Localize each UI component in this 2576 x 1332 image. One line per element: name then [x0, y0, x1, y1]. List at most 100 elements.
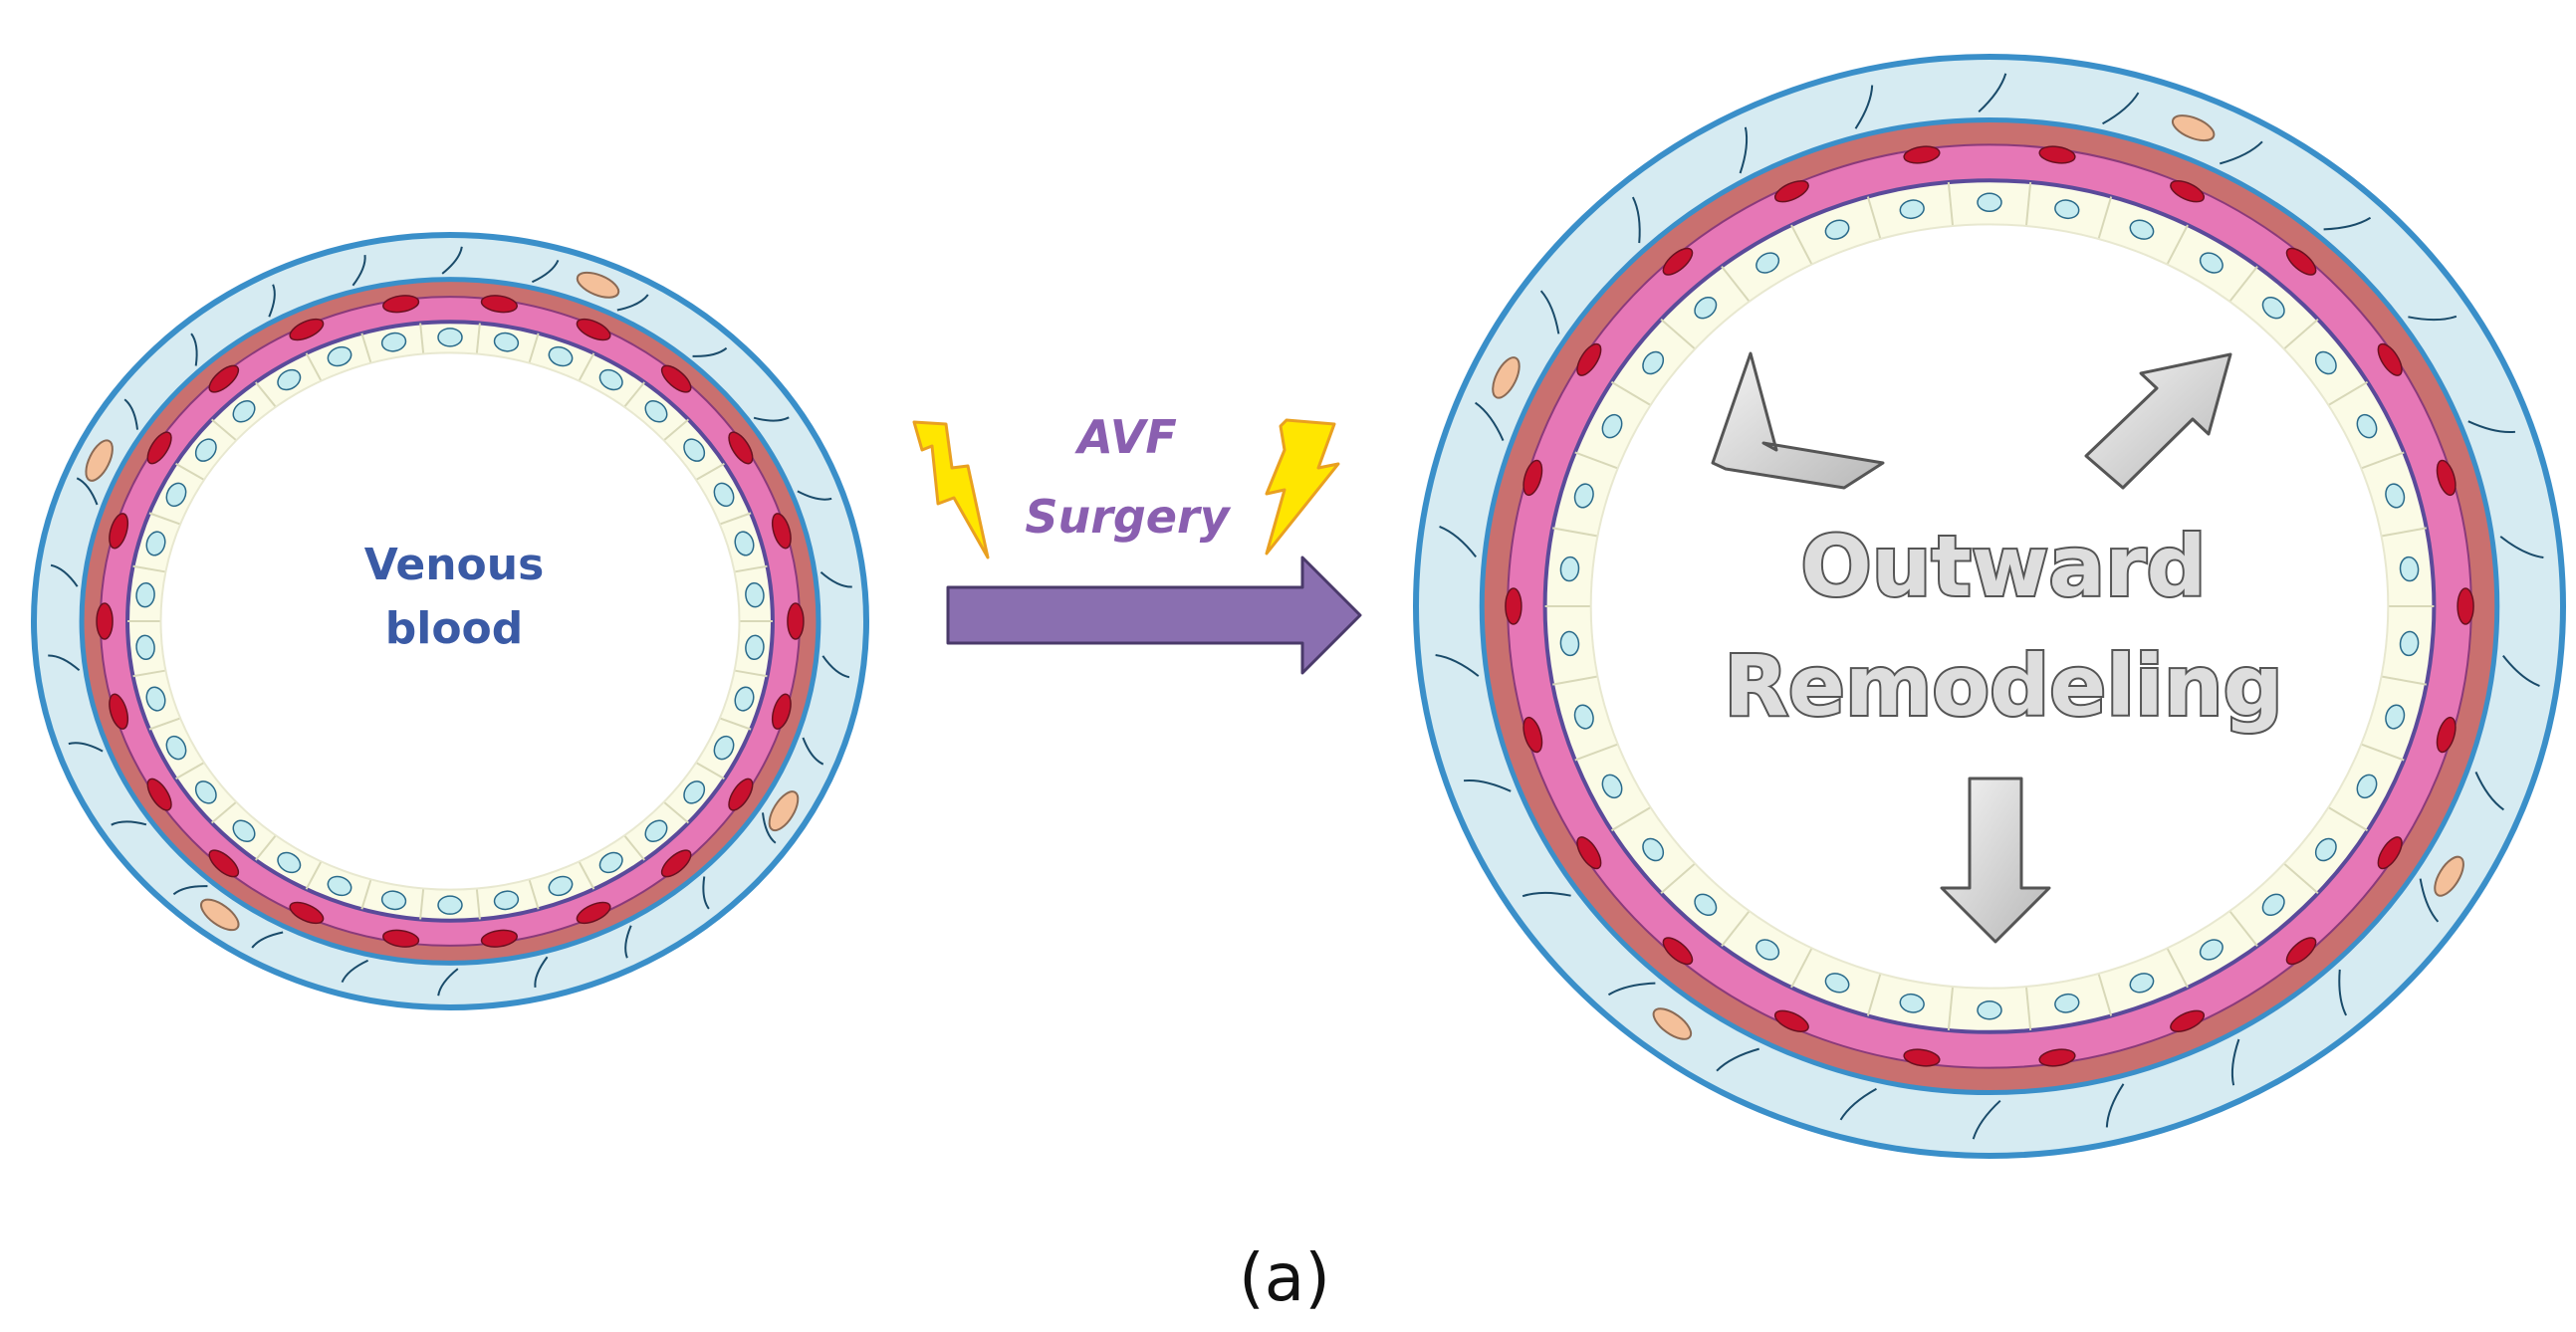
- smooth-muscle-nucleus: [289, 318, 325, 341]
- smooth-muscle-nucleus: [2170, 180, 2206, 203]
- endothelial-nucleus: [644, 819, 668, 842]
- endothelial-cell-border: [175, 462, 205, 481]
- collagen-fiber: [1439, 526, 1477, 558]
- fibroblast-cell: [576, 271, 620, 299]
- smooth-muscle-nucleus: [289, 901, 325, 925]
- figure-caption: (a): [1239, 1239, 1330, 1316]
- endothelial-cell-border: [132, 669, 166, 678]
- endothelial-nucleus: [232, 400, 256, 423]
- collagen-fiber: [1522, 891, 1571, 898]
- endothelial-cell-border: [2166, 947, 2189, 989]
- endothelial-nucleus: [1756, 252, 1780, 274]
- endothelial-cell-border: [132, 564, 166, 573]
- lightning-icon-right: [1265, 418, 1340, 555]
- endothelial-cell-border: [623, 834, 645, 861]
- smooth-muscle-nucleus: [1505, 587, 1522, 625]
- outward-arrow-down-icon: [1940, 777, 2051, 944]
- endothelial-nucleus: [165, 482, 187, 508]
- smooth-muscle-nucleus: [2285, 937, 2317, 966]
- endothelial-nucleus: [135, 634, 155, 661]
- endothelial-cell-border: [475, 323, 481, 354]
- smooth-muscle-nucleus: [109, 513, 129, 550]
- smooth-muscle-nucleus: [728, 431, 754, 465]
- avf-surgery-label-line2: Surgery: [1025, 490, 1231, 544]
- endothelial-cell-border: [210, 800, 237, 824]
- endothelial-cell-border: [1574, 743, 1619, 762]
- smooth-muscle-nucleus: [208, 849, 240, 878]
- collagen-fiber: [2105, 1083, 2125, 1128]
- collagen-fiber: [2338, 969, 2348, 1016]
- endothelial-nucleus: [2129, 973, 2155, 994]
- collagen-fiber: [1739, 126, 1749, 174]
- collagen-fiber: [820, 570, 852, 588]
- endothelial-nucleus: [194, 438, 217, 462]
- outward-remodeling-label-line1: Outward: [1800, 518, 2206, 615]
- collagen-fiber: [624, 925, 632, 959]
- endothelial-cell-border: [2360, 451, 2405, 470]
- collagen-fiber: [1463, 778, 1512, 792]
- smooth-muscle-nucleus: [382, 929, 420, 948]
- smooth-muscle-nucleus: [382, 295, 420, 314]
- collagen-fiber: [2408, 315, 2458, 322]
- smooth-muscle-nucleus: [2285, 247, 2317, 276]
- vein-before-surgery: [31, 232, 869, 1010]
- endothelial-cell-border: [578, 352, 595, 382]
- endothelial-cell-border: [1790, 224, 1813, 266]
- endothelial-nucleus: [1642, 837, 1665, 862]
- collagen-fiber: [616, 294, 649, 312]
- endothelial-nucleus: [2356, 413, 2378, 439]
- endothelial-nucleus: [2199, 939, 2224, 961]
- smooth-muscle-nucleus: [771, 693, 792, 730]
- endothelial-cell-border: [1552, 527, 1598, 538]
- endothelial-nucleus: [327, 875, 352, 897]
- endothelial-cell-border: [148, 717, 181, 731]
- smooth-muscle-nucleus: [2436, 716, 2457, 754]
- smooth-muscle-nucleus: [2377, 342, 2403, 376]
- endothelial-nucleus: [1977, 192, 2002, 213]
- endothelial-cell-border: [1552, 675, 1598, 686]
- collagen-fiber: [531, 259, 560, 284]
- endothelial-cell-border: [305, 860, 323, 890]
- smooth-muscle-nucleus: [2170, 1009, 2206, 1032]
- endothelial-nucleus: [2199, 252, 2224, 274]
- collagen-fiber: [1435, 654, 1480, 677]
- smooth-muscle-nucleus: [1576, 342, 1602, 376]
- smooth-muscle-nucleus: [1773, 1009, 1809, 1032]
- fibroblast-cell: [85, 439, 114, 482]
- endothelial-cell-border: [2360, 743, 2405, 762]
- smooth-muscle-nucleus: [660, 849, 692, 878]
- endothelial-nucleus: [2356, 774, 2378, 799]
- endothelial-cell-border: [695, 462, 725, 481]
- endothelial-nucleus: [145, 686, 166, 712]
- collagen-fiber: [2230, 1038, 2240, 1086]
- smooth-muscle-nucleus: [787, 602, 805, 640]
- endothelial-nucleus: [2054, 993, 2080, 1013]
- endothelial-nucleus: [598, 368, 623, 391]
- smooth-muscle-nucleus: [1903, 145, 1941, 164]
- collagen-fiber: [50, 563, 79, 587]
- endothelial-cell-border: [719, 512, 752, 526]
- venous-blood-label-line1: Venous: [364, 540, 545, 590]
- endothelial-nucleus: [1559, 555, 1580, 582]
- collagen-fiber: [2323, 216, 2372, 231]
- endothelial-cell-border: [1610, 806, 1652, 832]
- smooth-muscle-nucleus: [480, 929, 518, 948]
- endothelial-cell-border: [1574, 451, 1619, 470]
- endothelial-nucleus: [493, 332, 520, 352]
- endothelial-nucleus: [194, 780, 217, 804]
- endothelial-cell-border: [255, 381, 277, 408]
- endothelial-cell-border: [175, 762, 205, 780]
- endothelial-nucleus: [232, 819, 256, 842]
- endothelial-cell-border: [2381, 675, 2427, 686]
- endothelial-nucleus: [327, 345, 352, 367]
- endothelial-nucleus: [380, 332, 407, 352]
- endothelial-nucleus: [683, 780, 706, 804]
- collagen-fiber: [2102, 92, 2140, 125]
- endothelial-cell-border: [1660, 319, 1696, 350]
- collagen-fiber: [111, 820, 147, 826]
- fibroblast-cell: [768, 790, 800, 832]
- lightning-icon-left: [912, 420, 990, 559]
- endothelial-cell-border: [475, 888, 481, 920]
- smooth-muscle-nucleus: [1662, 247, 1694, 276]
- collagen-fiber: [76, 477, 99, 506]
